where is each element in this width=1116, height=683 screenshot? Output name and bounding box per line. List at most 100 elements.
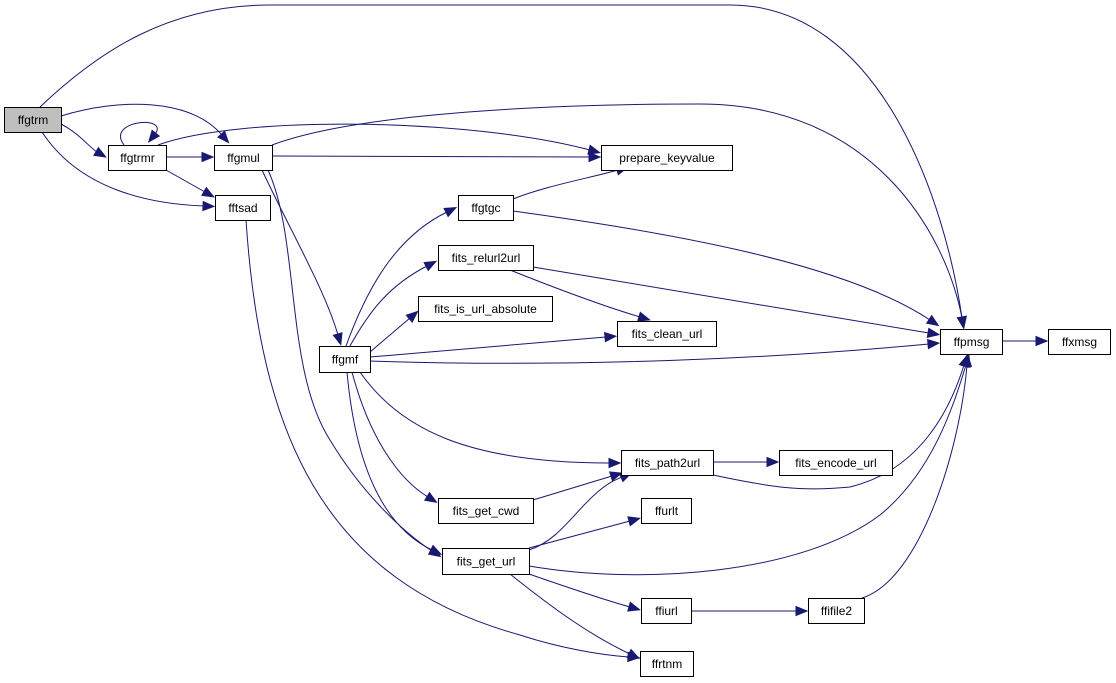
node-ffpmsg[interactable]: ffpmsg [940,329,1003,355]
edge-line [528,364,967,576]
arrowhead [1035,335,1049,347]
arrowhead [604,331,618,343]
node-box [438,498,534,524]
node-ffgtgc[interactable]: ffgtgc [458,195,514,221]
arrowhead [926,327,941,338]
arrowhead [588,151,602,163]
edge-ffgtrmr-to-fftsad [165,169,215,198]
edge-fits_relurl2url-to-fits_clean_url [509,269,651,322]
edge-ffgmul-to-prepare_keyvalue [271,151,602,163]
node-label: fits_is_url_absolute [434,302,537,316]
edge-ffgmf-to-fits_is_url_absolute [369,310,419,353]
edge-fits_path2url-to-fits_encode_url [713,456,780,468]
node-label: ffrtnm [652,657,682,671]
edge-line [60,123,98,153]
edge-fits_get_url-to-ffpmsg [528,354,971,576]
edge-ffgmf-to-ffgtgc [345,207,458,347]
edge-ffifile2-to-ffpmsg [861,353,973,599]
edge-line [509,573,631,655]
node-box [641,498,692,524]
arrowhead [443,207,458,218]
edge-ffgmf-to-fits_relurl2url [349,260,438,347]
node-fits_clean_url[interactable]: fits_clean_url [617,321,717,347]
edge-line [532,266,930,334]
node-box [214,145,273,171]
node-fits_get_cwd[interactable]: fits_get_cwd [438,498,534,524]
edge-ffgmf-to-ffpmsg [369,338,941,364]
edge-line [359,371,611,464]
arrowhead [93,146,107,158]
node-box [319,346,371,373]
node-box [458,195,514,221]
node-fits_encode_url[interactable]: fits_encode_url [779,450,893,476]
edge-line [346,371,433,551]
edge-ffgtrm-to-ffpmsg [39,4,967,330]
node-fits_is_url_absolute[interactable]: fits_is_url_absolute [418,296,553,322]
node-ffifile2[interactable]: ffifile2 [808,598,865,624]
arrowhead [795,605,809,617]
edge-ffgmf-to-fits_get_cwd [351,371,438,503]
node-box [601,145,733,171]
edge-line [712,364,965,490]
edge-line [528,520,631,549]
arrowhead [217,130,230,144]
edge-line [509,269,641,318]
node-ffiurl[interactable]: ffiurl [641,598,692,624]
node-box [640,651,694,677]
edge-fits_get_url-to-ffrtnm [509,573,641,659]
edge-line [512,169,619,200]
edge-ffgtrmr-to-ffgtrmr [120,122,161,146]
node-label: ffgtgc [471,201,500,215]
node-label: ffgtrmr [120,151,154,165]
node-prepare_keyvalue[interactable]: prepare_keyvalue [601,145,733,171]
arrowhead [608,471,623,482]
nodes-layer: ffgtrm ffgtrmr ffgmul fftsad prepare_keyvalu… [4,107,1111,677]
node-label: ffifile2 [821,604,852,618]
node-fits_get_url[interactable]: fits_get_url [442,548,530,575]
edge-line [60,103,223,136]
arrowhead [766,456,780,468]
edge-line [245,219,630,658]
node-box [621,450,714,476]
edge-fits_relurl2url-to-ffpmsg [532,266,941,338]
node-box [438,245,534,271]
edge-fits_get_url-to-fits_path2url [528,472,633,551]
node-ffgmul[interactable]: ffgmul [214,145,273,171]
edge-line [512,210,931,321]
node-ffurlt[interactable]: ffurlt [641,498,692,524]
edge-ffgtrm-to-fftsad [41,131,216,212]
node-label: ffgmf [332,353,359,367]
edge-line [261,169,339,336]
node-label: fftsad [228,201,257,215]
edge-line [271,155,591,158]
node-fftsad[interactable]: fftsad [215,195,271,221]
edge-fits_get_url-to-ffurlt [528,516,641,549]
arrowhead [956,315,967,330]
node-box [4,107,62,133]
edges-layer [39,4,1049,663]
arrowhead [423,491,438,503]
node-ffrtnm[interactable]: ffrtnm [640,651,694,677]
arrowhead [428,544,443,555]
node-box [215,195,271,221]
node-fits_path2url[interactable]: fits_path2url [621,450,714,476]
edge-fits_get_cwd-to-fits_path2url [532,471,623,501]
node-ffgtrmr[interactable]: ffgtrmr [108,145,167,171]
edge-line [369,317,411,353]
arrowhead [147,129,161,143]
node-label: ffpmsg [954,335,990,349]
arrowhead [202,200,216,212]
node-label: ffgmul [227,151,259,165]
node-fits_relurl2url[interactable]: fits_relurl2url [438,245,534,271]
node-ffgtrm[interactable]: ffgtrm [4,107,62,133]
node-ffgmf[interactable]: ffgmf [319,346,371,373]
edge-line [528,476,623,551]
node-label: fits_clean_url [632,327,703,341]
arrowhead [201,186,215,198]
node-label: fits_get_url [457,555,516,569]
arrowhead [627,601,641,612]
node-ffxmsg[interactable]: ffxmsg [1048,329,1111,355]
edge-line [369,336,607,358]
arrowhead [626,648,641,659]
